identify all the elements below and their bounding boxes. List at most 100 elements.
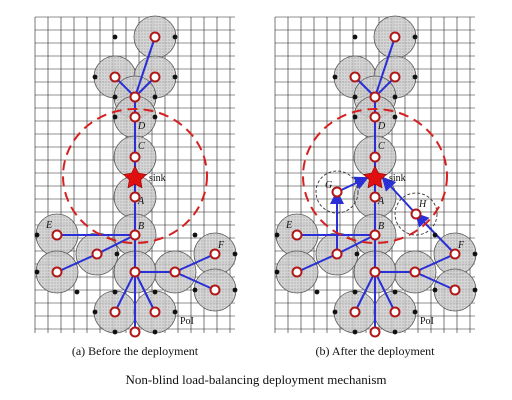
poi-dot (172, 309, 178, 315)
poi-dot (232, 251, 238, 257)
label-E-a: E (45, 220, 52, 231)
link (134, 271, 156, 313)
poi-dot (352, 114, 358, 120)
sensor-node-a (369, 191, 381, 203)
sensor-node-s2 (389, 306, 401, 318)
sensor-node-d2 (389, 71, 401, 83)
sensor-node-hub (369, 266, 381, 278)
poi-dot (392, 289, 398, 295)
sensor-node-a (129, 191, 141, 203)
links-b (296, 36, 456, 332)
poi-dot (152, 329, 158, 335)
sink-star-a (122, 165, 148, 189)
sensor-node-d1 (109, 71, 121, 83)
sensor-node-e3 (51, 266, 63, 278)
label-sink-b: sink (389, 173, 406, 184)
link (336, 234, 376, 255)
poi-dot (152, 289, 158, 295)
sensor-node-s1 (349, 306, 361, 318)
panel-before-deployment: sink A B C D E F PoI (a) Before the depl… (34, 15, 238, 358)
subcaption-a: (a) Before the deployment (72, 344, 199, 358)
sensor-node-top (389, 31, 401, 43)
label-F-a: F (217, 240, 225, 251)
poi-dot (472, 251, 478, 257)
poi-dot (332, 74, 338, 80)
poi-dot (192, 287, 198, 293)
poi-dot (332, 309, 338, 315)
sensor-node-e2 (331, 248, 343, 260)
load-balance-region-b (302, 108, 448, 244)
sink-star-b (362, 165, 388, 189)
poi-dot (34, 232, 40, 238)
poi-dot (412, 34, 418, 40)
sensor-node-f1 (449, 248, 461, 260)
poi-dot (92, 309, 98, 315)
sensor-node-b (129, 229, 141, 241)
poi-dot (274, 269, 280, 275)
poi-dot (152, 114, 158, 120)
poi-dot (112, 289, 118, 295)
poi-dot (92, 74, 98, 80)
label-sink-a: sink (149, 173, 166, 184)
poi-dot (192, 232, 198, 238)
poi-dot (172, 34, 178, 40)
poi-dot (232, 287, 238, 293)
link (414, 271, 456, 291)
sensor-node-s3 (129, 326, 141, 338)
link (374, 271, 396, 313)
poi-dot (172, 74, 178, 80)
load-balance-region-a (62, 108, 208, 244)
sensor-node-f3 (449, 284, 461, 296)
poi-dot (392, 329, 398, 335)
label-F-b: F (457, 240, 465, 251)
sensor-node-e1 (291, 229, 303, 241)
sensor-node-f2 (409, 266, 421, 278)
redirected-link (336, 176, 369, 193)
poi-dot (352, 34, 358, 40)
poi-dot (34, 269, 40, 275)
link (354, 271, 376, 313)
link (56, 253, 98, 273)
link (114, 271, 136, 313)
label-G-b: G (325, 180, 332, 191)
poi-dot (74, 289, 80, 295)
poi-dot (352, 94, 358, 100)
sensor-node-g (331, 186, 343, 198)
link (134, 36, 156, 98)
sensor-node-e1 (51, 229, 63, 241)
poi-dot (472, 287, 478, 293)
poi-dot (112, 329, 118, 335)
sensor-node-d2 (149, 71, 161, 83)
label-A-a: A (137, 196, 145, 207)
sensor-node-top (149, 31, 161, 43)
sensor-node-s3 (369, 326, 381, 338)
poi-dot (432, 287, 438, 293)
link (414, 253, 456, 273)
sensor-nodes-a (51, 31, 221, 338)
label-poi-a: PoI (180, 316, 194, 327)
label-D-b: D (377, 121, 386, 132)
label-C-a: C (138, 141, 145, 152)
sensor-node-f2 (169, 266, 181, 278)
poi-dot (152, 94, 158, 100)
poi-dot (412, 309, 418, 315)
label-A-b: A (377, 196, 385, 207)
label-D-a: D (137, 121, 146, 132)
sensor-node-hub (129, 266, 141, 278)
new-sensing-disk (394, 192, 438, 236)
sensor-node-f1 (209, 248, 221, 260)
poi-dot (392, 114, 398, 120)
poi-dot (314, 289, 320, 295)
sensor-nodes-b (291, 31, 461, 338)
label-poi-b: PoI (420, 316, 434, 327)
poi-dots-b (274, 34, 478, 335)
poi-dot (352, 289, 358, 295)
sensor-node-h (410, 208, 422, 220)
link (174, 253, 216, 273)
poi-dot (112, 114, 118, 120)
poi-dot (354, 251, 360, 257)
label-H-b: H (418, 199, 427, 210)
poi-dot (114, 251, 120, 257)
link (174, 271, 216, 291)
poi-dot (432, 232, 438, 238)
